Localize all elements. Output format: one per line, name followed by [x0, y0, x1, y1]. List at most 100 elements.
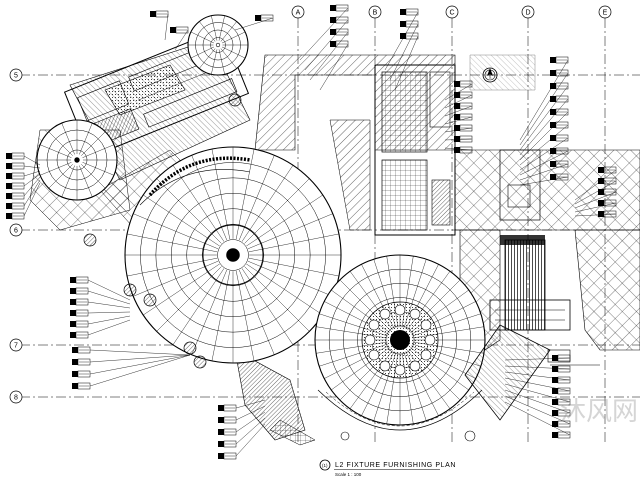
fixture-tag-icon: [519, 160, 569, 181]
fixture-tag-icon: [170, 26, 189, 51]
fixture-tag-icon: [574, 210, 617, 218]
drawing-title: L2 FIXTURE FURNISHING PLAN: [335, 462, 456, 469]
fixture-tag-icon: [218, 417, 266, 448]
fixture-tag-icon: [218, 411, 266, 436]
grid-row-label: 6: [14, 228, 18, 235]
fixture-tag-icon: [70, 309, 131, 317]
fixture-tag-icon: [218, 423, 266, 460]
fixture-tag-icon: [444, 102, 473, 117]
fixture-tag-icon: [72, 354, 191, 390]
fixture-tag-icon: [574, 166, 617, 201]
round-table: [193, 355, 207, 369]
round-table: [123, 283, 137, 297]
grid-bubble-col: [291, 5, 305, 19]
fixture-tag-icon: [519, 121, 569, 166]
section-marker-icon: [464, 430, 476, 442]
fixture-tag-icon: [70, 298, 131, 309]
fixture-tag-icon: [304, 16, 349, 71]
fixture-tag-icon: [504, 377, 571, 395]
watermark: 沐风网: [560, 397, 638, 427]
section-marker-icon: [319, 459, 331, 471]
north-arrow-icon: [482, 67, 498, 83]
grid-bubble-row: [9, 390, 23, 404]
fixture-tag-icon: [504, 354, 571, 362]
fixture-tag-icon: [574, 188, 617, 209]
fixture-tag-icon: [150, 10, 169, 41]
fixture-tag-icon: [309, 28, 349, 81]
fixture-tag-icon: [519, 108, 569, 161]
top-round-room: [187, 14, 249, 76]
fixture-tag-icon: [519, 147, 569, 176]
fixture-tag-icon: [70, 276, 131, 301]
fixture-tag-icon: [319, 40, 349, 91]
lower-rotunda: [314, 254, 486, 431]
grid-bubble-col: [521, 5, 535, 19]
circular-rooms: [36, 14, 486, 431]
fixture-tag-icon: [6, 179, 41, 210]
fixture-tag-icon: [444, 124, 473, 133]
grid-col-label: E: [603, 10, 608, 17]
fixture-tag-icon: [234, 14, 274, 31]
title-marker: (1): [322, 463, 328, 468]
round-table: [143, 293, 157, 307]
bar-area: [374, 64, 541, 236]
round-table: [228, 93, 242, 107]
central-lobby-rotunda: [124, 146, 342, 364]
fixture-tag-icon: [70, 287, 131, 305]
fixture-tag-icon: [6, 182, 41, 220]
fixture-tag-icon: [394, 32, 419, 91]
fixture-tag-icon: [444, 135, 473, 143]
fixture-tag-icon: [519, 82, 569, 151]
grid-bubble-row: [9, 338, 23, 352]
fixture-tag-icon: [504, 389, 571, 417]
fixture-tag-icon: [444, 91, 473, 109]
grid-col-label: B: [373, 10, 378, 17]
grid-col-label: C: [449, 10, 454, 17]
fixture-tag-icon: [504, 401, 571, 439]
fixture-tags: [6, 4, 617, 460]
round-table: [83, 233, 97, 247]
fixture-tag-icon: [574, 177, 617, 205]
grid-bubble-col: [445, 5, 459, 19]
grid-bubbles: A B C D E 5 6 7 8: [9, 5, 612, 404]
fixture-tag-icon: [70, 315, 131, 328]
fixture-tag-icon: [218, 399, 266, 412]
fixture-tag-icon: [72, 346, 191, 356]
left-round-room: [36, 119, 118, 201]
fixture-tag-icon: [72, 354, 191, 378]
section-marker-icon: [340, 431, 350, 441]
fixture-tag-icon: [6, 162, 41, 170]
fixture-tag-icon: [504, 371, 571, 384]
grid-row-label: 8: [14, 395, 18, 402]
fixture-tag-icon: [519, 56, 569, 141]
escalator: [489, 235, 571, 331]
fixture-tag-icon: [574, 199, 617, 213]
fixture-tag-icon: [389, 20, 419, 81]
fixture-tag-icon: [519, 95, 569, 156]
drawing-scale: Scale 1 : 100: [335, 472, 362, 477]
fixture-tag-icon: [218, 405, 266, 424]
fixture-tag-icon: [6, 176, 41, 200]
fixture-tag-icon: [519, 134, 569, 171]
grid-row-label: 7: [14, 343, 18, 350]
fixture-tag-icon: [504, 395, 571, 428]
watermark-text: 沐风网: [560, 397, 638, 427]
fixture-tag-icon: [519, 69, 569, 146]
grid-col-label: D: [525, 10, 530, 17]
fixture-tag-icon: [6, 173, 41, 190]
grid-col-label: A: [296, 10, 301, 17]
fixture-tag-icon: [504, 365, 571, 373]
grid-bubble-col: [368, 5, 382, 19]
grid-row-label: 5: [14, 73, 18, 80]
title-block: (1) L2 FIXTURE FURNISHING PLAN Scale 1 :…: [319, 459, 456, 477]
fixture-tag-icon: [519, 173, 569, 186]
grid-bubble-row: [9, 223, 23, 237]
fixture-tag-icon: [444, 146, 473, 154]
fixture-tag-icon: [504, 383, 571, 406]
grid-bubble-col: [598, 5, 612, 19]
fixture-tag-icon: [70, 319, 131, 339]
round-table: [183, 341, 197, 355]
fixture-tag-icon: [384, 8, 419, 71]
fixture-tag-icon: [72, 354, 191, 366]
